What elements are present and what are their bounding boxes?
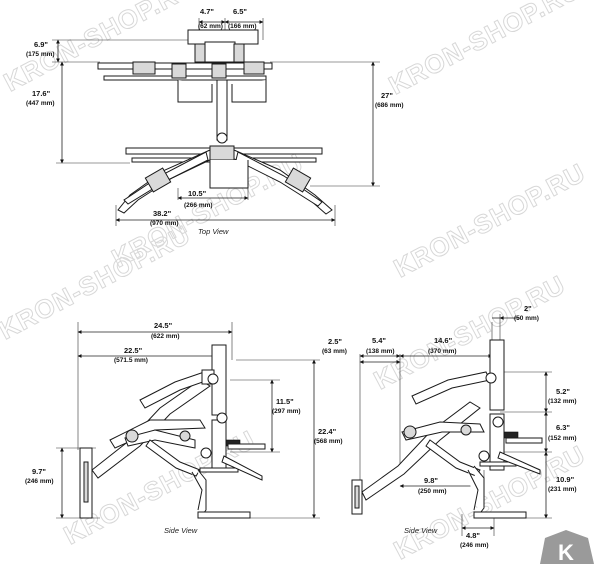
watermark-text: KRON-SHOP.RU — [384, 0, 586, 100]
watermark-text: KRON-SHOP.RU — [0, 0, 200, 97]
dim-10-5-mm: (266 mm) — [184, 202, 213, 209]
dim-2-5-in: 2.5" — [328, 337, 342, 346]
dim-10-9-in: 10.9" — [556, 475, 575, 484]
side-view-caption: Side View — [164, 526, 198, 535]
dim-22-5-mm: (571.5 mm) — [114, 357, 148, 364]
top-view: 4.7" (62 mm) 6.5" (166 mm) 6.9" (175 mm)… — [26, 7, 404, 236]
dim-17-6-in: 17.6" — [32, 89, 51, 98]
dim-24-5-mm: (622 mm) — [151, 333, 180, 340]
dim-4-7-mm: (62 mm) — [198, 23, 223, 30]
dim-9-7-in: 9.7" — [32, 467, 46, 476]
dim-10-9-mm: (231 mm) — [548, 486, 577, 493]
dim-14-6-mm: (370 mm) — [428, 348, 457, 355]
side-view-caption: Side View — [404, 526, 438, 535]
logo-letter: K — [558, 540, 574, 564]
dim-5-4-in: 5.4" — [372, 336, 386, 345]
dim-10-5-in: 10.5" — [188, 189, 207, 198]
dim-6-5-in: 6.5" — [233, 7, 247, 16]
dim-4-8-in: 4.8" — [466, 531, 480, 540]
dim-38-2-mm: (970 mm) — [150, 220, 179, 227]
dim-2-in: 2" — [524, 304, 532, 313]
dim-5-2-in: 5.2" — [556, 387, 570, 396]
dim-2-mm: (50 mm) — [514, 315, 539, 322]
dim-5-2-mm: (132 mm) — [548, 398, 577, 405]
dim-14-6-in: 14.6" — [434, 336, 453, 345]
dim-6-3-mm: (152 mm) — [548, 435, 577, 442]
dim-2-5-mm: (63 mm) — [322, 348, 347, 355]
watermark-text: KRON-SHOP.RU — [389, 157, 591, 283]
dim-6-9-mm: (175 mm) — [26, 51, 55, 58]
dim-24-5-in: 24.5" — [154, 321, 173, 330]
dim-22-4-mm: (568 mm) — [314, 438, 343, 445]
kron-logo: K — [540, 530, 594, 564]
dim-11-5-in: 11.5" — [276, 397, 294, 406]
dim-17-6-mm: (447 mm) — [26, 100, 55, 107]
dim-4-7-in: 4.7" — [200, 7, 214, 16]
dim-22-5-in: 22.5" — [124, 346, 143, 355]
dim-4-8-mm: (246 mm) — [460, 542, 489, 549]
dim-5-4-mm: (138 mm) — [366, 348, 395, 355]
dim-27-in: 27" — [381, 91, 393, 100]
dim-27-mm: (686 mm) — [375, 102, 404, 109]
dim-9-8-mm: (250 mm) — [418, 488, 447, 495]
side-view-right: 2.5" (63 mm) 5.4" (138 mm) 14.6" (370 mm… — [322, 304, 577, 549]
side-view-left: 24.5" (622 mm) 22.5" (571.5 mm) 11.5" (2… — [25, 321, 343, 535]
dim-6-9-in: 6.9" — [34, 40, 48, 49]
dim-9-7-mm: (246 mm) — [25, 478, 54, 485]
dim-11-5-mm: (297 mm) — [272, 408, 301, 415]
dim-22-4-in: 22.4" — [318, 427, 337, 436]
dim-38-2-in: 38.2" — [153, 209, 172, 218]
dim-9-8-in: 9.8" — [424, 476, 438, 485]
dim-6-5-mm: (166 mm) — [228, 23, 257, 30]
dim-6-3-in: 6.3" — [556, 423, 570, 432]
top-view-caption: Top View — [198, 227, 229, 236]
